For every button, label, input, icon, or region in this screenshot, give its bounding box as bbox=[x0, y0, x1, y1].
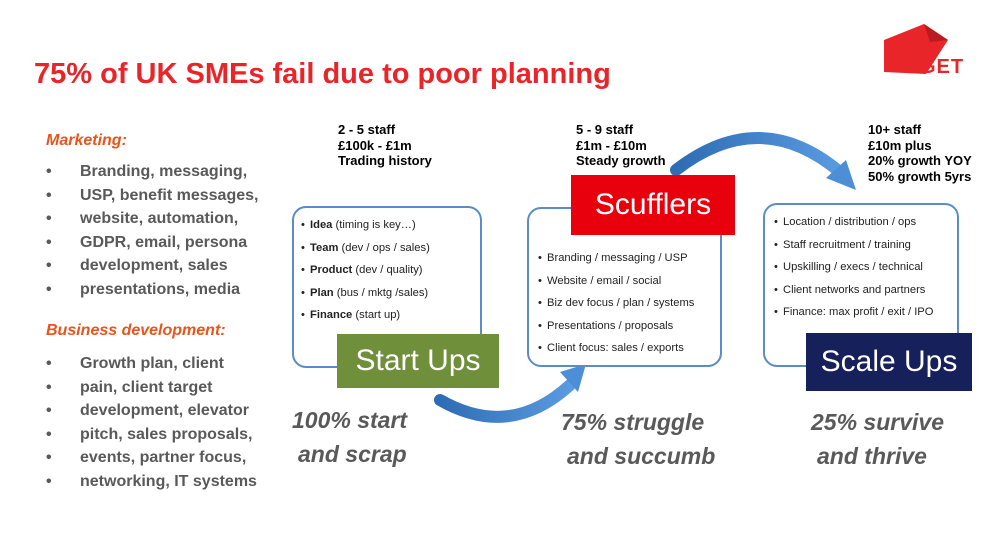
list-item: GDPR, email, persona bbox=[46, 231, 296, 255]
item-text: (start up) bbox=[352, 309, 401, 322]
list-item: Presentations / proposals bbox=[538, 315, 720, 338]
item-key: Idea bbox=[310, 219, 333, 231]
stage-startups: Start Ups bbox=[337, 334, 499, 388]
bizdev-heading: Business development: bbox=[46, 322, 226, 339]
stat-revenue: £1m - £10m bbox=[576, 137, 647, 153]
list-item: presentations, media bbox=[46, 278, 296, 302]
list-item: Team (dev / ops / sales) bbox=[301, 237, 480, 260]
item-key: Team bbox=[310, 241, 339, 254]
item-text: (bus / mktg /sales) bbox=[333, 286, 429, 299]
list-item: events, partner focus, bbox=[46, 446, 296, 470]
arrow-head bbox=[826, 160, 856, 190]
stat-growth-5yrs: 50% growth 5yrs bbox=[868, 168, 972, 184]
logo: GET bbox=[880, 20, 970, 90]
arrow-scufflers-to-scaleups bbox=[670, 132, 846, 178]
stat-history: Trading history bbox=[338, 153, 432, 168]
list-item: Biz dev focus / plan / systems bbox=[538, 292, 720, 315]
stat-growth-yoy: 20% growth YOY bbox=[868, 153, 972, 168]
item-text: (dev / ops / sales) bbox=[338, 241, 430, 254]
list-item: Client networks and partners bbox=[774, 279, 957, 302]
stat-staff: 5 - 9 staff bbox=[576, 122, 634, 137]
scaleups-outcome: 25% survive and thrive bbox=[811, 405, 944, 473]
list-item: development, elevator bbox=[46, 399, 296, 423]
list-item: pain, client target bbox=[46, 376, 296, 400]
outcome-line: 100% start bbox=[292, 407, 408, 433]
list-item: Growth plan, client bbox=[46, 352, 296, 376]
stage-scaleups: Scale Ups bbox=[806, 333, 972, 391]
outcome-line: and succumb bbox=[567, 443, 716, 469]
arrow-head bbox=[560, 364, 586, 392]
page-title: 75% of UK SMEs fail due to poor planning bbox=[34, 58, 611, 90]
outcome-line: 75% struggle bbox=[561, 409, 705, 435]
item-key: Product bbox=[310, 264, 353, 277]
list-item: Client focus: sales / exports bbox=[538, 337, 720, 360]
logo-text: GET bbox=[920, 56, 965, 78]
stage-scufflers: Scufflers bbox=[571, 175, 735, 235]
scufflers-stats: 5 - 9 staff £1m - £10m Steady growth bbox=[576, 122, 666, 169]
list-item: Branding, messaging, bbox=[46, 160, 296, 184]
list-item: Idea (timing is key…) bbox=[301, 214, 480, 237]
item-key: Finance bbox=[310, 309, 353, 322]
marketing-heading: Marketing: bbox=[46, 132, 127, 149]
list-item: USP, benefit messages, bbox=[46, 184, 296, 208]
stat-staff: 2 - 5 staff bbox=[338, 122, 396, 137]
list-item: pitch, sales proposals, bbox=[46, 423, 296, 447]
list-item: website, automation, bbox=[46, 207, 296, 231]
arrow-startups-to-scufflers bbox=[434, 379, 576, 423]
outcome-line: 25% survive bbox=[811, 409, 944, 435]
list-item: Branding / messaging / USP bbox=[538, 247, 720, 270]
outcome-line: and thrive bbox=[817, 443, 927, 469]
list-item: Finance (start up) bbox=[301, 304, 480, 327]
scaleups-stats: 10+ staff £10m plus 20% growth YOY 50% g… bbox=[868, 122, 972, 184]
scufflers-outcome: 75% struggle and succumb bbox=[561, 405, 715, 473]
list-item: Plan (bus / mktg /sales) bbox=[301, 282, 480, 305]
list-item: Finance: max profit / exit / IPO bbox=[774, 301, 957, 324]
list-item: Upskilling / execs / technical bbox=[774, 256, 957, 279]
list-item: Product (dev / quality) bbox=[301, 259, 480, 282]
marketing-list: Branding, messaging, USP, benefit messag… bbox=[46, 160, 296, 301]
stat-revenue: £10m plus bbox=[868, 137, 932, 153]
bizdev-list: Growth plan, client pain, client target … bbox=[46, 352, 296, 493]
stat-revenue: £100k - £1m bbox=[338, 137, 412, 153]
list-item: development, sales bbox=[46, 254, 296, 278]
startups-stats: 2 - 5 staff £100k - £1m Trading history bbox=[338, 122, 432, 169]
logo-mark bbox=[884, 24, 948, 74]
startups-outcome: 100% start and scrap bbox=[292, 403, 407, 471]
stat-staff: 10+ staff bbox=[868, 122, 922, 137]
item-text: (dev / quality) bbox=[352, 264, 423, 277]
item-text: (timing is key…) bbox=[332, 219, 416, 231]
list-item: Website / email / social bbox=[538, 270, 720, 293]
item-key: Plan bbox=[310, 286, 334, 299]
list-item: networking, IT systems bbox=[46, 470, 296, 494]
outcome-line: and scrap bbox=[298, 441, 407, 467]
stat-growth: Steady growth bbox=[576, 153, 666, 168]
list-item: Staff recruitment / training bbox=[774, 234, 957, 257]
list-item: Location / distribution / ops bbox=[774, 211, 957, 234]
